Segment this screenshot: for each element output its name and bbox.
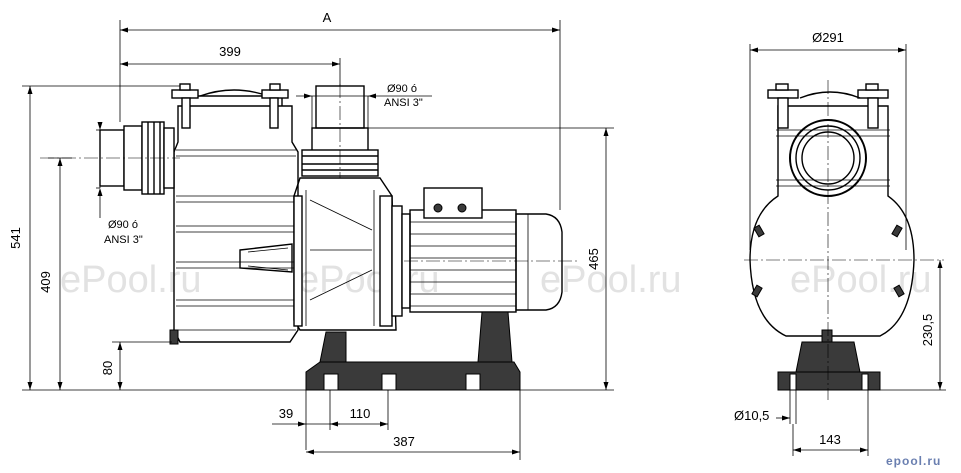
watermark-3: ePool.ru <box>540 259 682 301</box>
dim-foot-height: 80 <box>100 361 115 375</box>
site-logo: epool.ru <box>886 454 941 468</box>
watermark-4: ePool.ru <box>790 259 932 301</box>
volute <box>293 177 411 331</box>
dim-base-length: 387 <box>393 434 415 449</box>
dim-inlet-axis-height: 409 <box>38 271 53 293</box>
dim-overall-length: A <box>323 10 332 25</box>
dim-foot-offset: 39 <box>279 406 293 421</box>
watermark-2: ePool.ru <box>298 259 440 301</box>
dim-base-width: 143 <box>819 432 841 447</box>
front-view <box>40 83 580 391</box>
side-view <box>744 80 944 400</box>
dim-hole-diameter: Ø10,5 <box>734 408 769 423</box>
terminal-screw-2 <box>457 203 467 213</box>
outlet-size: Ø90 ó <box>387 83 417 95</box>
front-dimensions: A 399 Ø90 ó ANSI 3" 541 409 80 <box>8 10 614 460</box>
dim-outlet-height: 465 <box>586 248 601 270</box>
outlet-standard: ANSI 3" <box>384 97 423 109</box>
inlet-size: Ø90 ó <box>108 219 138 231</box>
dim-body-diameter: Ø291 <box>812 30 844 45</box>
side-dimensions: Ø291 230,5 Ø10,5 143 <box>734 30 946 456</box>
dim-total-height: 541 <box>8 227 23 249</box>
inlet-standard: ANSI 3" <box>104 234 143 246</box>
terminal-screw-1 <box>433 203 443 213</box>
dim-inlet-to-outlet: 399 <box>219 44 241 59</box>
dim-foot-hole-spacing: 110 <box>350 406 371 421</box>
dim-axis-height-side: 230,5 <box>920 314 935 347</box>
watermarks: ePool.ru ePool.ru ePool.ru ePool.ru <box>60 259 932 301</box>
pump-base <box>305 311 521 391</box>
connector <box>239 243 293 273</box>
watermark-1: ePool.ru <box>60 259 202 301</box>
prefilter-housing <box>169 83 299 345</box>
